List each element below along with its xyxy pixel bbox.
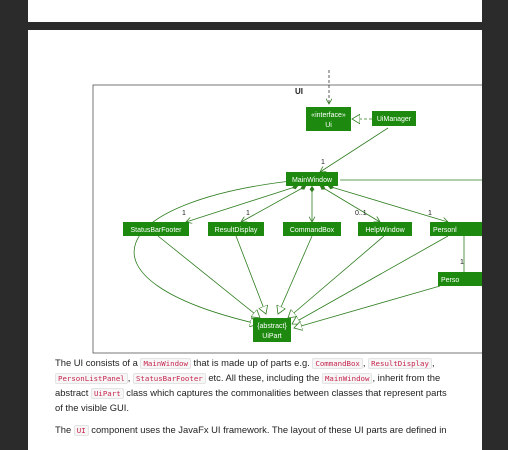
inherit-main-window [133, 179, 301, 324]
composition-status-bar [186, 186, 299, 222]
node-command-box: CommandBox [283, 222, 341, 236]
inherit-person-card [294, 285, 441, 328]
node-status-bar-footer: StatusBarFooter [123, 222, 189, 236]
composition-result-display [241, 186, 307, 222]
code-personlistpanel: PersonListPanel [55, 373, 128, 384]
multiplicity-person-list: 1 [428, 210, 432, 217]
node-result-display: ResultDisplay [208, 222, 264, 236]
inherit-command-box [278, 235, 313, 314]
code-uipart: UiPart [90, 388, 124, 399]
composition-person-list [327, 186, 448, 222]
paragraph-ui-framework: The UI component uses the JavaFx UI fram… [55, 424, 447, 436]
node-person-card: Perso [438, 272, 482, 286]
svg-text:MainWindow: MainWindow [292, 177, 333, 184]
multiplicity-status-bar: 1 [182, 210, 186, 217]
node-ui-manager: UiManager [372, 111, 416, 126]
code-statusbarfooter: StatusBarFooter [132, 373, 206, 384]
svg-text:«interface»: «interface» [311, 112, 346, 119]
node-ui-part: {abstract} UiPart [253, 318, 291, 342]
code-mainwindow: MainWindow [140, 358, 191, 369]
svg-text:HelpWindow: HelpWindow [365, 227, 405, 234]
svg-text:Perso: Perso [441, 277, 459, 284]
multiplicity-manager-main: 1 [321, 159, 325, 166]
multiplicity-result-display: 1 [246, 210, 250, 217]
node-help-window: HelpWindow [358, 222, 412, 236]
inherit-result-display [235, 235, 266, 314]
multiplicity-help-window: 0..1 [355, 210, 367, 217]
inherit-status-bar [157, 235, 260, 318]
paragraph-ui-overview: The UI consists of a MainWindow that is … [55, 357, 447, 413]
svg-text:Personl: Personl [433, 227, 457, 234]
inherit-help-window [288, 235, 385, 318]
ui-package-label: UI [295, 87, 303, 96]
node-ui-interface: «interface» Ui [306, 107, 351, 131]
node-person-list-panel: Personl [430, 222, 482, 236]
code-mainwindow-2: MainWindow [321, 373, 373, 384]
svg-text:ResultDisplay: ResultDisplay [215, 227, 258, 234]
previous-page-edge [28, 0, 482, 22]
code-ui: UI [73, 425, 89, 436]
code-resultdisplay: ResultDisplay [368, 358, 432, 369]
svg-text:UiPart: UiPart [262, 333, 282, 340]
composition-help-window [319, 186, 380, 222]
svg-text:UiManager: UiManager [377, 116, 412, 123]
multiplicity-person-card: 1 [460, 259, 464, 266]
svg-text:CommandBox: CommandBox [290, 227, 335, 234]
document-page: UI 1 1 1 0..1 1 1 «interface» [28, 30, 482, 450]
ui-package-frame [92, 84, 482, 354]
ui-class-diagram: UI 1 1 1 0..1 1 1 «interface» [92, 70, 482, 354]
inherit-person-list [292, 235, 449, 324]
svg-text:StatusBarFooter: StatusBarFooter [131, 227, 183, 234]
svg-text:Ui: Ui [325, 122, 332, 129]
code-commandbox: CommandBox [312, 358, 363, 369]
association-manager-main [320, 127, 389, 172]
node-main-window: MainWindow [286, 172, 338, 186]
svg-text:{abstract}: {abstract} [257, 323, 287, 330]
description-text: The UI consists of a MainWindow that is … [55, 356, 455, 446]
